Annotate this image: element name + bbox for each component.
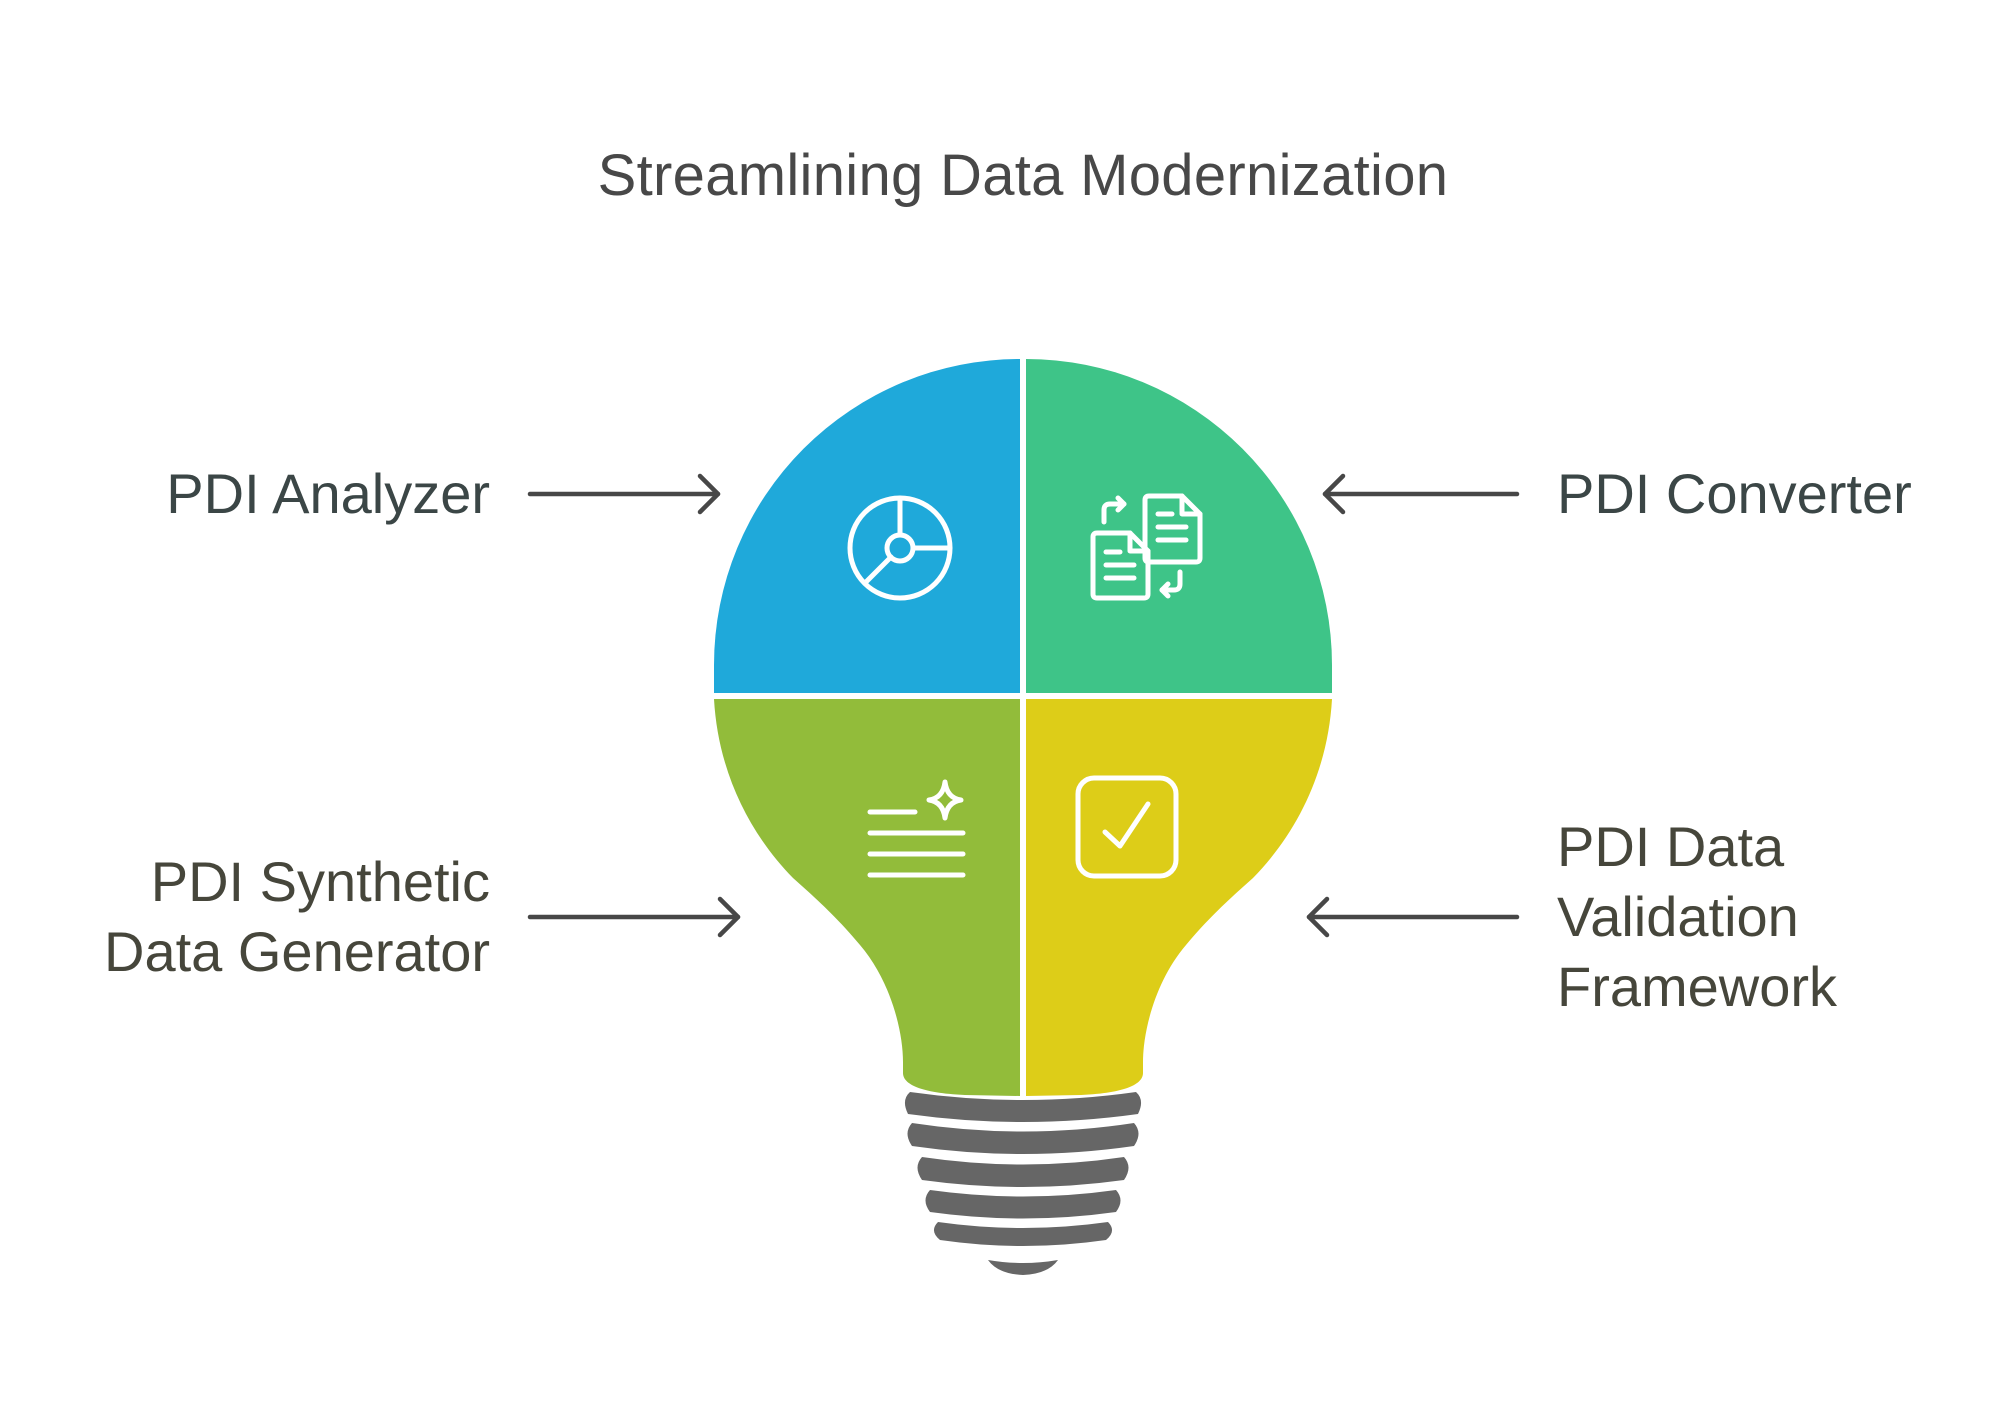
pie-chart-icon [847, 495, 953, 601]
label-line: Data Generator [104, 920, 490, 983]
segment-validation [1026, 699, 1332, 1096]
arrows [527, 473, 1520, 938]
base-ring [907, 1123, 1139, 1154]
base-ring [925, 1190, 1121, 1219]
segment-analyzer [714, 359, 1020, 693]
label-pdi-analyzer: PDI Analyzer [100, 459, 490, 529]
label-line: PDI Data [1557, 815, 1785, 878]
base-ring [933, 1222, 1113, 1246]
segment-synthetic [714, 699, 1020, 1096]
checkbox-icon [1075, 775, 1179, 879]
arrow-analyzer [527, 473, 721, 515]
label-line: PDI Analyzer [166, 462, 490, 525]
base-ring [904, 1092, 1142, 1122]
diagram-title: Streamlining Data Modernization [597, 143, 1449, 208]
document-convert-icon [1090, 493, 1203, 601]
label-line: Framework [1557, 955, 1838, 1018]
label-pdi-converter: PDI Converter [1557, 459, 1977, 529]
arrow-validation [1306, 896, 1520, 938]
bulb-base [904, 1092, 1142, 1275]
label-line: Validation [1557, 885, 1799, 948]
label-pdi-synthetic-data-generator: PDI Synthetic Data Generator [60, 847, 490, 987]
arrow-converter [1322, 473, 1520, 515]
sparkle-text-icon [867, 779, 966, 878]
label-line: PDI Converter [1557, 462, 1912, 525]
label-pdi-data-validation-framework: PDI Data Validation Framework [1557, 812, 1977, 1022]
base-ring [917, 1157, 1129, 1187]
label-line: PDI Synthetic [150, 850, 490, 913]
base-tip [988, 1260, 1058, 1275]
arrow-synthetic [527, 896, 741, 938]
bulb-glass [714, 359, 1332, 1096]
